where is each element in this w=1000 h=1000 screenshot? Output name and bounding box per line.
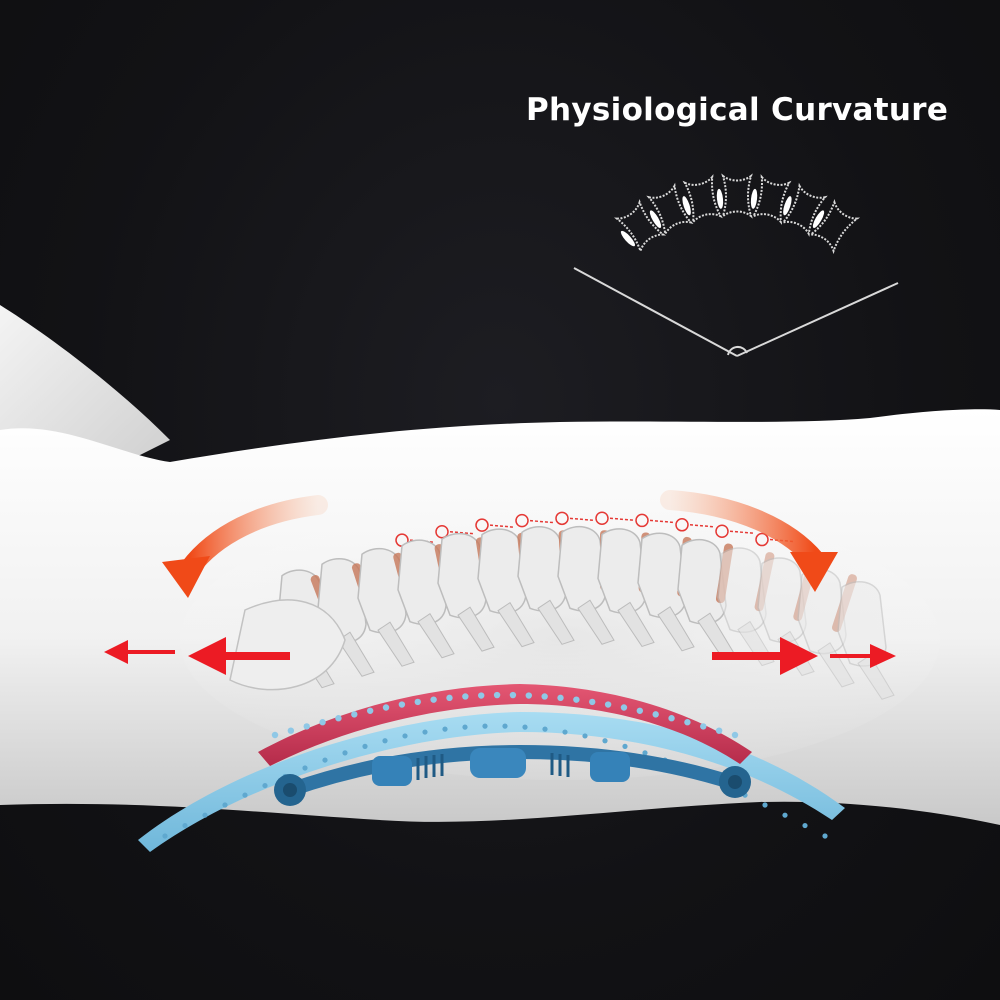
vertebra-diagram-icon [573,173,899,357]
curved-arrow-icon [162,495,328,598]
spine-illustration [229,511,895,700]
back-stretcher-device [138,684,845,852]
curved-arrow-icon [660,490,838,592]
double-arrow-icon [104,637,290,675]
double-arrow-icon [712,637,896,675]
arm-shape [0,305,170,470]
page-title: Physiological Curvature [526,92,949,128]
